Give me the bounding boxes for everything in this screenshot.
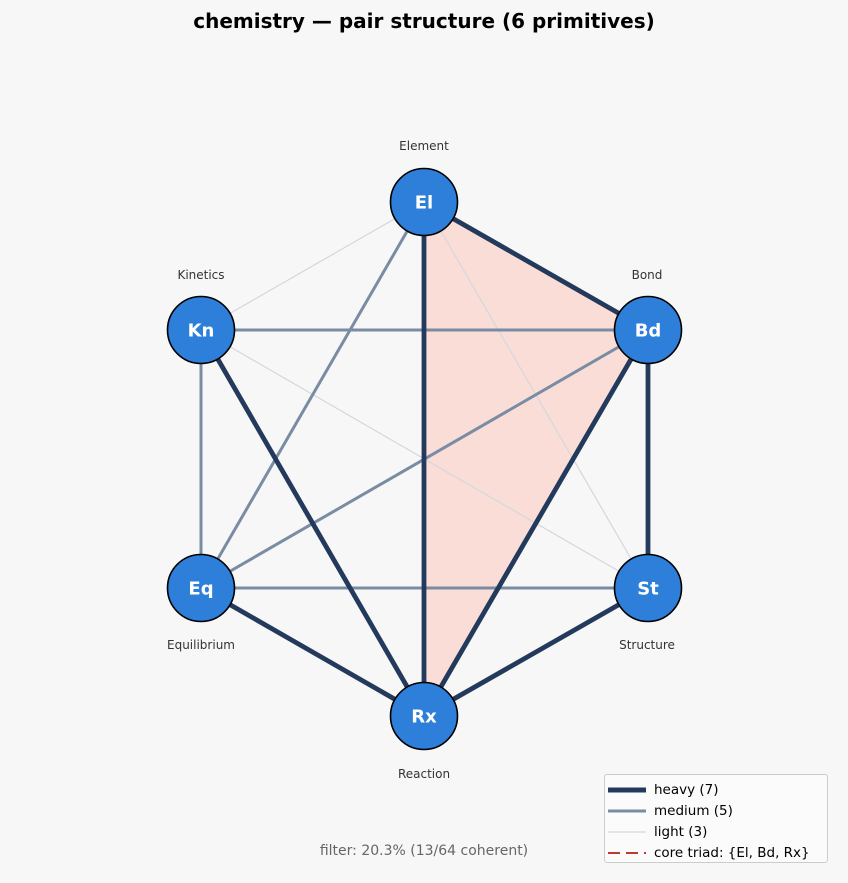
legend-item-medium: medium (5) xyxy=(605,800,827,821)
node-label: Equilibrium xyxy=(167,638,235,652)
node-abbr: Kn xyxy=(188,321,215,342)
legend: heavy (7) medium (5) light (3) core tria… xyxy=(604,774,828,863)
node-bd: Bd Bond xyxy=(613,268,683,365)
legend-label: medium (5) xyxy=(654,802,733,819)
node-abbr: Eq xyxy=(188,579,213,600)
core-triad-layer xyxy=(424,202,648,716)
edge-el-bd xyxy=(421,199,651,333)
edge-el-eq xyxy=(199,200,426,590)
node-el: El Element xyxy=(389,139,459,237)
node-circle xyxy=(389,681,459,751)
node-abbr: Rx xyxy=(411,707,437,728)
node-label: Structure xyxy=(619,638,675,652)
edge-st-rx xyxy=(421,585,651,719)
edge-rx-kn xyxy=(198,327,427,719)
legend-item-heavy: heavy (7) xyxy=(605,779,827,800)
legend-item-core: core triad: {El, Bd, Rx} xyxy=(605,842,827,863)
legend-swatch-heavy xyxy=(608,785,646,795)
legend-label: heavy (7) xyxy=(654,781,719,798)
node-circle xyxy=(166,295,236,365)
node-circle xyxy=(166,553,236,623)
node-label: Element xyxy=(399,139,449,153)
edge-layer xyxy=(198,199,651,719)
legend-item-light: light (3) xyxy=(605,821,827,842)
node-label: Kinetics xyxy=(177,268,224,282)
edge-el-kn xyxy=(200,201,425,331)
node-abbr: Bd xyxy=(635,321,662,342)
node-layer: ElElementBdBondStStructureRxReactionEqEq… xyxy=(166,139,683,781)
filter-footer: filter: 20.3% (13/64 coherent) xyxy=(319,843,529,859)
diagram-title: chemistry — pair structure (6 primitives… xyxy=(193,9,655,33)
node-circle xyxy=(613,295,683,365)
legend-swatch-core xyxy=(608,848,646,858)
node-abbr: El xyxy=(415,193,433,214)
legend-swatch-light xyxy=(608,827,646,837)
node-circle xyxy=(613,553,683,623)
node-kn: Kn Kinetics xyxy=(166,268,236,365)
core-triad-region xyxy=(424,202,648,716)
edge-rx-eq xyxy=(198,585,427,719)
edge-bd-rx xyxy=(421,327,651,719)
legend-label: light (3) xyxy=(654,823,708,840)
node-circle xyxy=(389,167,459,237)
node-label: Bond xyxy=(632,268,663,282)
legend-label: core triad: {El, Bd, Rx} xyxy=(654,844,810,861)
node-abbr: St xyxy=(637,579,659,600)
node-label: Reaction xyxy=(398,767,450,781)
legend-swatch-medium xyxy=(608,806,646,816)
